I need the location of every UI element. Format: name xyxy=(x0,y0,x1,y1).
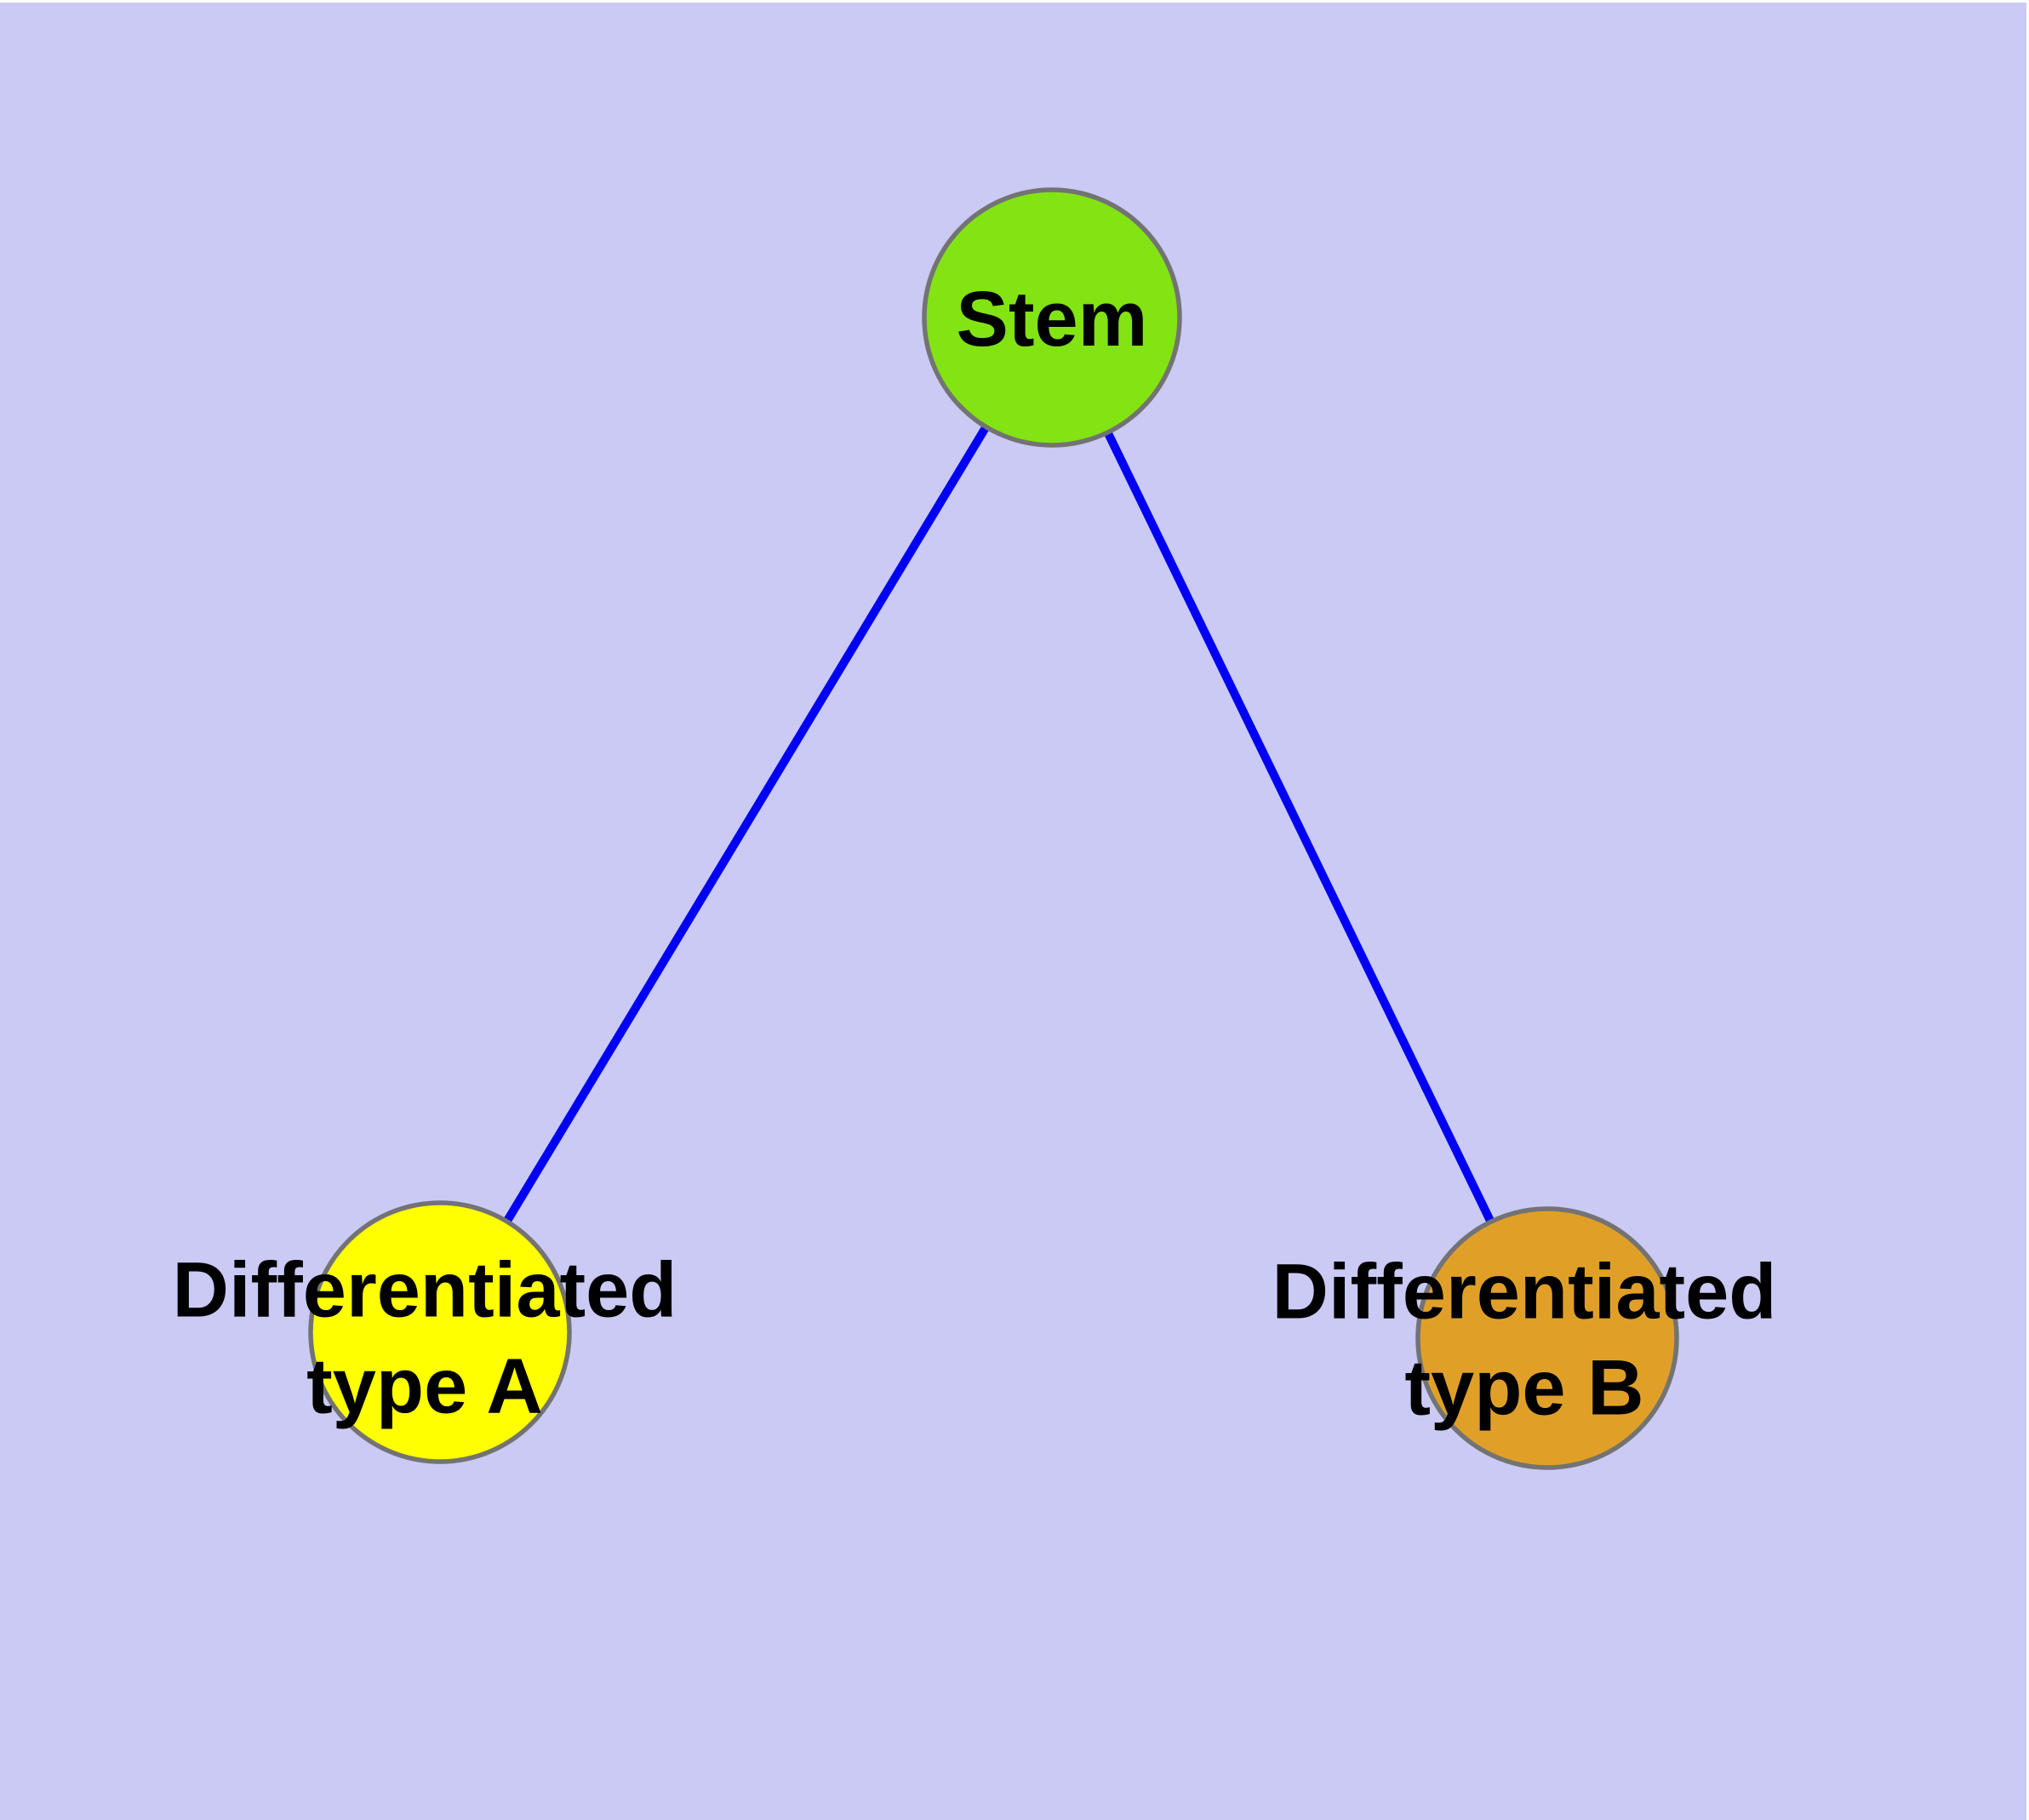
node-differentiated-type-a xyxy=(308,1200,572,1464)
node-stem xyxy=(922,187,1182,448)
node-label-line: type A xyxy=(306,1343,543,1430)
node-label-line: type B xyxy=(1404,1345,1643,1432)
node-label-differentiated-type-a: Differentiated type A xyxy=(173,1247,677,1430)
node-label-line: Differentiated xyxy=(173,1247,677,1334)
node-label-line: Differentiated xyxy=(1272,1249,1777,1336)
edge-stem-differentiated-type-a xyxy=(436,315,1056,1335)
node-label-line: Stem xyxy=(957,276,1148,363)
edge-stem-differentiated-type-b xyxy=(1048,315,1552,1341)
edges-layer xyxy=(436,315,1552,1341)
node-label-differentiated-type-b: Differentiated type B xyxy=(1272,1249,1777,1432)
node-differentiated-type-b xyxy=(1415,1206,1679,1470)
node-label-stem: Stem xyxy=(957,276,1148,363)
nodes-layer xyxy=(308,187,1679,1470)
